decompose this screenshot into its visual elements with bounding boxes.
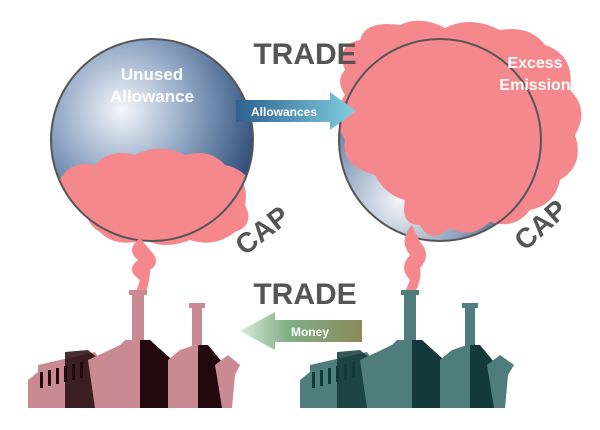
unused-allowance-label-2: Allowance — [110, 87, 194, 106]
left-smoke-trail — [131, 238, 156, 292]
trade-title-bottom: TRADE — [253, 278, 356, 311]
allowances-arrow-label: Allowances — [251, 105, 317, 119]
unused-allowance-circle — [50, 38, 254, 292]
money-arrow: Money — [240, 312, 362, 350]
excess-emission-circle — [337, 20, 582, 292]
right-smoke-trail — [404, 225, 426, 292]
allowances-arrow: Allowances — [236, 92, 356, 130]
money-arrow-label: Money — [291, 325, 329, 339]
excess-emission-label-2: Emission — [499, 77, 570, 94]
right-factory — [300, 290, 514, 408]
left-factory — [28, 290, 240, 408]
trade-title-top: TRADE — [253, 38, 356, 71]
excess-emission-label-1: Excess — [507, 55, 562, 72]
unused-allowance-label-1: Unused — [121, 65, 183, 84]
